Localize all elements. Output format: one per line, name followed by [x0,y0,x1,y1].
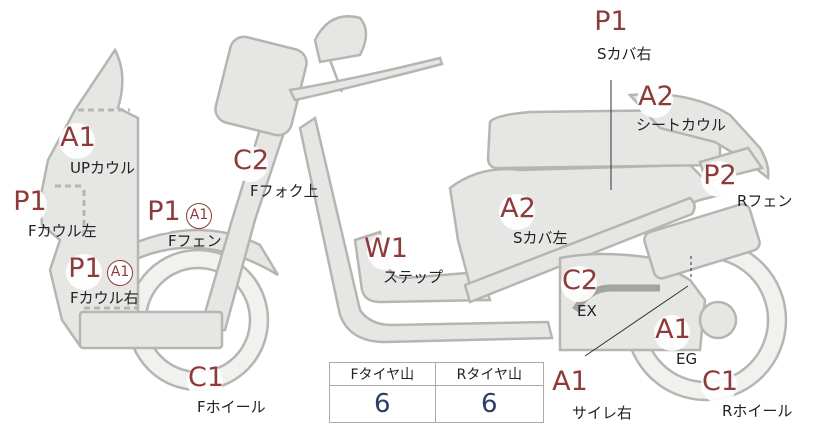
label-step: ステップ [383,268,444,286]
front-tire-header: Fタイヤ山 [329,362,436,386]
grade-f-cowl-right: P1 [63,254,107,290]
label-f-wheel: Fホイール [197,398,266,416]
grade-r-fender: P2 [698,161,742,197]
label-f-fender: Fフェン [168,232,222,250]
label-r-fender: Rフェン [737,192,793,210]
label-f-fork-upper: Fフォク上 [250,182,319,200]
label-r-wheel: Rホイール [722,402,793,420]
grade-s-cover-right: P1 [589,7,633,43]
grade-ex: C2 [558,266,602,302]
grade-f-fork-upper: C2 [229,146,273,182]
subgrade-f-cowl-right: A1 [107,260,133,286]
grade-eg: A1 [651,315,695,351]
grade-seat-cowl: A2 [634,82,678,118]
grade-f-wheel: C1 [184,363,228,399]
frame-shape [298,115,554,344]
grade-r-wheel: C1 [698,367,742,403]
grade-step: W1 [364,234,408,270]
label-f-cowl-right: Fカウル右 [70,289,139,307]
subgrade-f-fender: A1 [186,203,212,229]
grade-f-cowl-left: P1 [8,187,52,223]
label-muffler-right: サイレ右 [572,404,633,422]
label-eg: EG [676,350,698,368]
grade-up-cowl: A1 [56,123,100,159]
label-seat-cowl: シートカウル [636,116,727,134]
label-f-cowl-left: Fカウル左 [28,222,97,240]
grade-muffler-right: A1 [548,367,592,403]
headlight-shape [214,35,308,137]
label-ex: EX [577,302,597,320]
label-s-cover-right: Sカバ右 [597,45,652,63]
rear-tire-value: 6 [434,385,545,423]
label-up-cowl: UPカウル [70,159,136,177]
mirror-shape [313,15,368,64]
tire-tread-table: Fタイヤ山 Rタイヤ山 6 6 [329,362,545,423]
label-s-cover-left: Sカバ左 [513,229,568,247]
rear-tire-header: Rタイヤ山 [434,362,545,386]
grade-f-fender: P1 [142,197,186,233]
front-tire-value: 6 [329,385,436,423]
grade-s-cover-left: A2 [496,194,540,230]
